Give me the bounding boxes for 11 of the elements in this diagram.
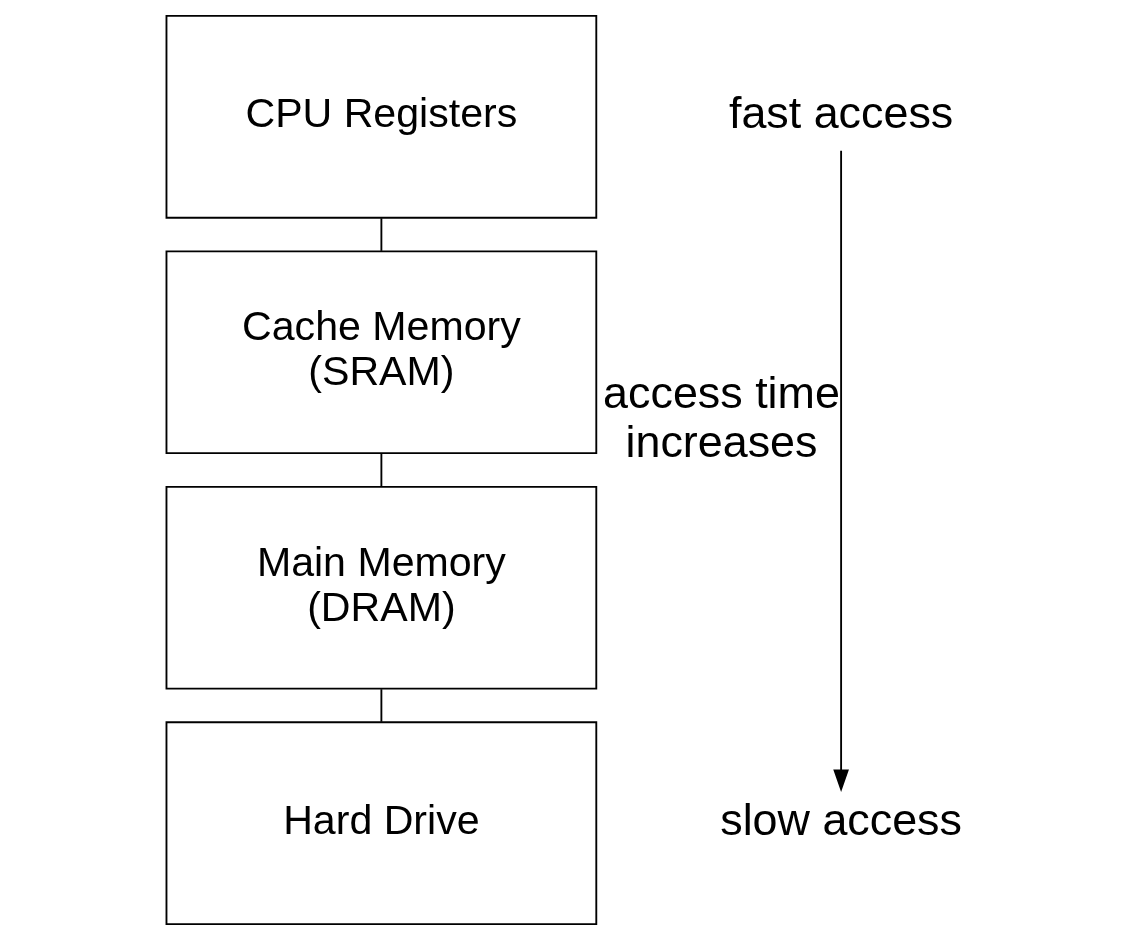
node-box: Hard Drive xyxy=(165,721,597,926)
edge-label: access time increases xyxy=(602,367,840,467)
connector xyxy=(379,452,382,488)
node-box: Main Memory (DRAM) xyxy=(165,485,597,690)
connector xyxy=(379,688,382,723)
arrow xyxy=(832,149,849,792)
connector xyxy=(379,217,382,252)
node-text: slow access xyxy=(719,793,962,845)
node-box: CPU Registers xyxy=(165,14,597,219)
node-box: Cache Memory (SRAM) xyxy=(165,250,597,455)
node-text: fast access xyxy=(728,87,953,139)
